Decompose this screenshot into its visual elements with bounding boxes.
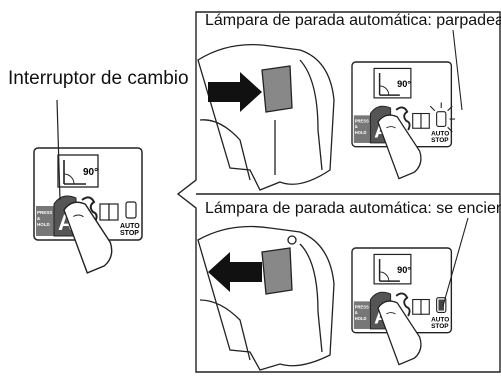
arrow-right bbox=[208, 72, 262, 112]
angle-value-top: 90° bbox=[397, 79, 411, 89]
auto-text-top: AUTO bbox=[431, 131, 449, 138]
angle-value-bottom: 90° bbox=[397, 265, 411, 275]
press-hold-text-top-2: & bbox=[355, 124, 358, 129]
switch-label: Interruptor de cambio bbox=[8, 68, 189, 89]
angle-value-main: 90° bbox=[83, 167, 98, 178]
blink-label-leader bbox=[452, 29, 463, 111]
press-hold-text-1: PRESS bbox=[37, 210, 52, 215]
auto-text-main: AUTO bbox=[120, 223, 140, 230]
main-label-leader bbox=[56, 99, 61, 201]
press-hold-text-3: HOLD bbox=[37, 222, 50, 227]
arrow-left bbox=[208, 252, 262, 292]
lamp-blink-label: Lámpara de parada automática: parpadea bbox=[205, 12, 501, 29]
lamp-lit bbox=[438, 299, 444, 311]
press-hold-text-top-3: HOLD bbox=[355, 130, 367, 135]
press-hold-text-bottom-1: PRESS bbox=[355, 305, 369, 310]
tool-sketch-top bbox=[197, 43, 335, 191]
blink-rays bbox=[429, 102, 456, 133]
stop-text-top: STOP bbox=[431, 137, 449, 144]
lit-label-leader bbox=[442, 217, 469, 307]
press-hold-text-top-1: PRESS bbox=[355, 119, 369, 124]
auto-text-bottom: AUTO bbox=[431, 317, 449, 324]
lamp-on-label: Lámpara de parada automática: se enciend… bbox=[205, 200, 501, 217]
stop-text-main: STOP bbox=[120, 230, 139, 237]
press-hold-text-bottom-2: & bbox=[355, 310, 358, 315]
press-hold-text-bottom-3: HOLD bbox=[355, 316, 367, 321]
press-hold-text-2: & bbox=[37, 216, 41, 221]
stop-text-bottom: STOP bbox=[431, 323, 449, 330]
